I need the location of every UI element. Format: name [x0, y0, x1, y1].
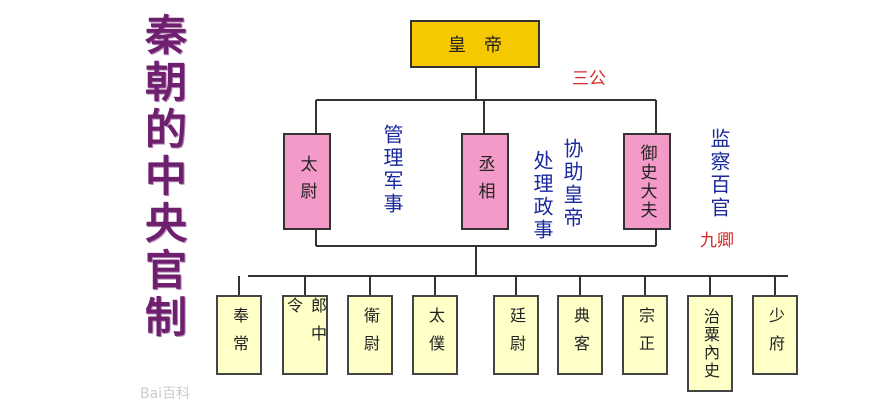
- minister-box: 少府: [752, 295, 798, 375]
- minister-box: 宗正: [622, 295, 668, 375]
- diagram-title: 秦朝的中央官制: [144, 11, 187, 342]
- duty-taiwei: 管理军事: [380, 124, 404, 216]
- minister-box: 郎中令: [282, 295, 328, 375]
- duke-box-yushidafu: 御史大夫: [623, 133, 671, 230]
- minister-box: 太僕: [412, 295, 458, 375]
- minister-box: 奉常: [216, 295, 262, 375]
- duke-box-chengxiang: 丞相: [461, 133, 509, 230]
- minister-box: 治粟內史: [687, 295, 733, 392]
- duty-yushidafu: 监察百官: [707, 128, 731, 220]
- duty-chengxiang-2: 处理政事: [530, 150, 554, 242]
- duke-box-taiwei: 太尉: [283, 133, 331, 230]
- duty-chengxiang-1: 协助皇帝: [560, 138, 584, 230]
- nine-ministers-label: 九卿: [700, 231, 734, 251]
- emperor-box: 皇帝: [410, 20, 540, 68]
- three-dukes-label: 三公: [572, 69, 606, 89]
- minister-box: 廷尉: [493, 295, 539, 375]
- watermark: Bai百科: [140, 386, 191, 402]
- minister-box: 典客: [557, 295, 603, 375]
- minister-box: 衛尉: [347, 295, 393, 375]
